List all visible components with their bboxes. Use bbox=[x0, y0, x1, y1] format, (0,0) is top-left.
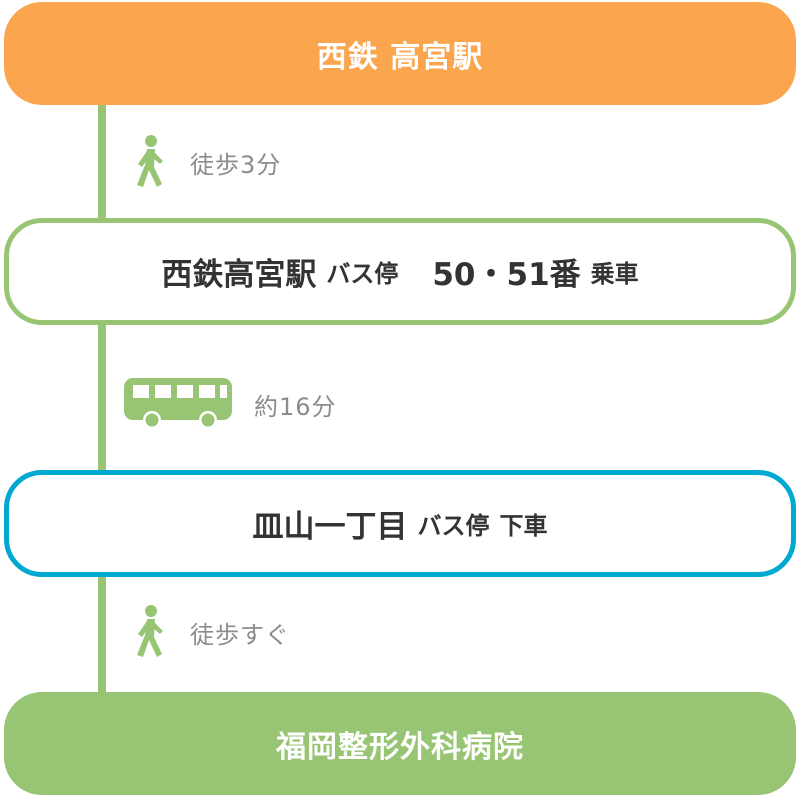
walking-person-icon bbox=[137, 135, 163, 187]
walk-step-2: 徒歩すぐ bbox=[131, 604, 290, 660]
route-line-3 bbox=[98, 572, 106, 696]
alighting-stop-type: バス停 bbox=[417, 512, 490, 540]
route-line-1 bbox=[98, 100, 106, 222]
boarding-action: 乗車 bbox=[590, 260, 639, 288]
start-station-box: 西鉄 高宮駅 bbox=[4, 2, 796, 105]
bus-ride-time-label: 約16分 bbox=[254, 392, 337, 421]
boarding-stop-type: バス停 bbox=[326, 260, 399, 288]
alighting-action: 下車 bbox=[499, 512, 548, 540]
destination-box: 福岡整形外科病院 bbox=[4, 692, 796, 795]
walk-time-label: 徒歩3分 bbox=[190, 150, 282, 179]
alighting-stop-box: 皿山一丁目 バス停 下車 bbox=[4, 470, 796, 577]
bus-icon bbox=[124, 378, 232, 429]
bus-route-number: 50・51番 bbox=[432, 257, 581, 293]
boarding-stop-name: 西鉄高宮駅 bbox=[161, 257, 317, 293]
walk-step-1: 徒歩3分 bbox=[131, 134, 281, 190]
walk-time-label-2: 徒歩すぐ bbox=[190, 620, 290, 649]
boarding-stop-box: 西鉄高宮駅 バス停 50・51番 乗車 bbox=[4, 218, 796, 325]
bus-ride-step: 約16分 bbox=[124, 378, 337, 430]
alighting-stop-name: 皿山一丁目 bbox=[252, 509, 408, 545]
start-station-label: 西鉄 高宮駅 bbox=[316, 39, 484, 75]
walking-person-icon bbox=[137, 605, 163, 657]
destination-label: 福岡整形外科病院 bbox=[276, 729, 524, 765]
route-line-2 bbox=[98, 320, 106, 474]
